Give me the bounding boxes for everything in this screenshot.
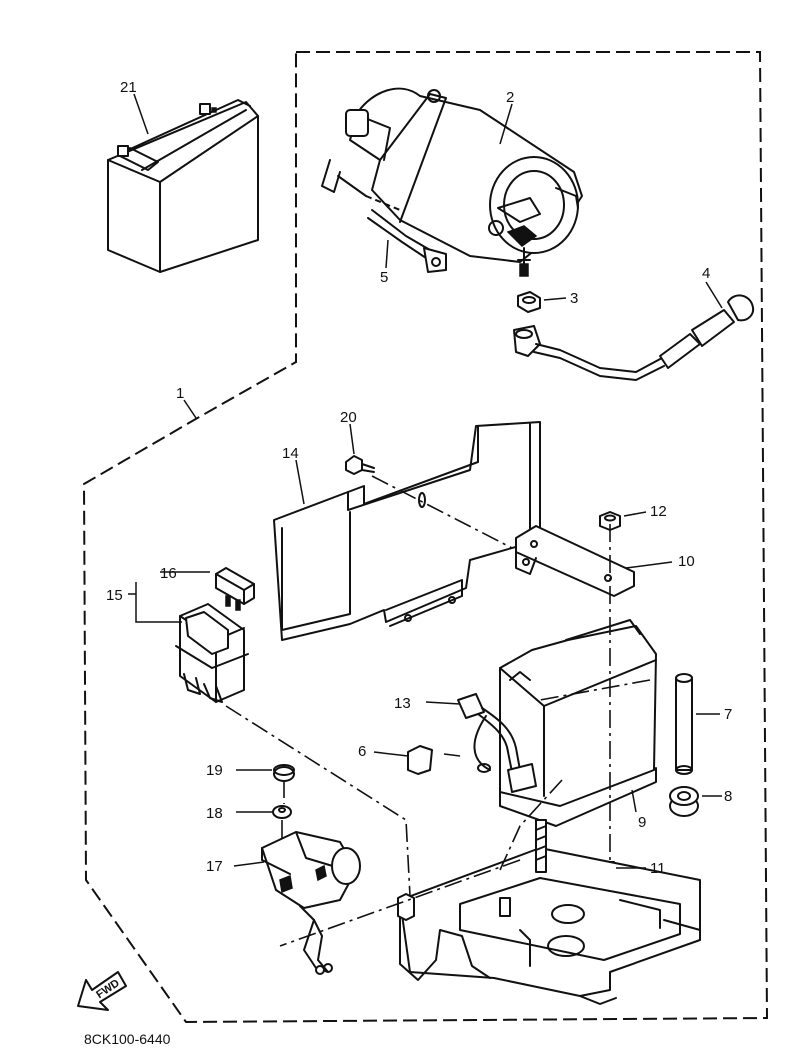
callout-8: 8 [724, 788, 732, 805]
control-unit-9 [499, 619, 657, 827]
nut-12 [599, 511, 621, 531]
callout-20: 20 [340, 409, 357, 426]
forward-arrow-icon: FWD [77, 971, 127, 1011]
collar-7 [675, 673, 693, 775]
washer-18 [272, 805, 292, 819]
drawing-code: 8CK100-6440 [84, 1031, 171, 1047]
callout-15: 15 [106, 587, 123, 604]
callout-1: 1 [176, 385, 184, 402]
callout-16: 16 [160, 565, 177, 582]
callout-7: 7 [724, 706, 732, 723]
callout-12: 12 [650, 503, 667, 520]
starter-motor [345, 87, 583, 277]
callout-6: 6 [358, 743, 366, 760]
callout-13: 13 [394, 695, 411, 712]
bolt-20 [345, 455, 375, 475]
grommet-8 [669, 786, 699, 817]
relay-15 [175, 603, 249, 703]
wire-lead-13 [457, 693, 537, 793]
pad-6 [407, 745, 433, 775]
callout-18: 18 [206, 805, 223, 822]
base-plate [397, 819, 701, 1005]
callout-10: 10 [678, 553, 695, 570]
callout-9: 9 [638, 814, 646, 831]
callout-21: 21 [120, 79, 137, 96]
assembly-boundary [82, 51, 769, 1024]
callout-4: 4 [702, 265, 710, 282]
callout-numbers: 21 2 5 3 4 1 20 14 12 10 16 15 13 7 6 19… [106, 79, 732, 877]
callout-11: 11 [650, 860, 666, 877]
bracket-14 [273, 421, 541, 641]
starter-cable [321, 159, 447, 273]
callout-5: 5 [380, 269, 388, 286]
callout-17: 17 [206, 858, 223, 875]
callout-2: 2 [506, 89, 514, 106]
starter-relay-17 [261, 831, 361, 975]
cap-19 [273, 764, 295, 782]
callout-3: 3 [570, 290, 578, 307]
stay-10 [515, 525, 635, 597]
callout-19: 19 [206, 762, 223, 779]
leader-lines [128, 93, 723, 869]
starter-lead-cable [513, 294, 754, 381]
battery [107, 99, 259, 273]
callout-14: 14 [282, 445, 299, 462]
fuse-16 [215, 567, 255, 611]
nut-3 [517, 291, 541, 313]
assembly-lines [225, 475, 651, 947]
